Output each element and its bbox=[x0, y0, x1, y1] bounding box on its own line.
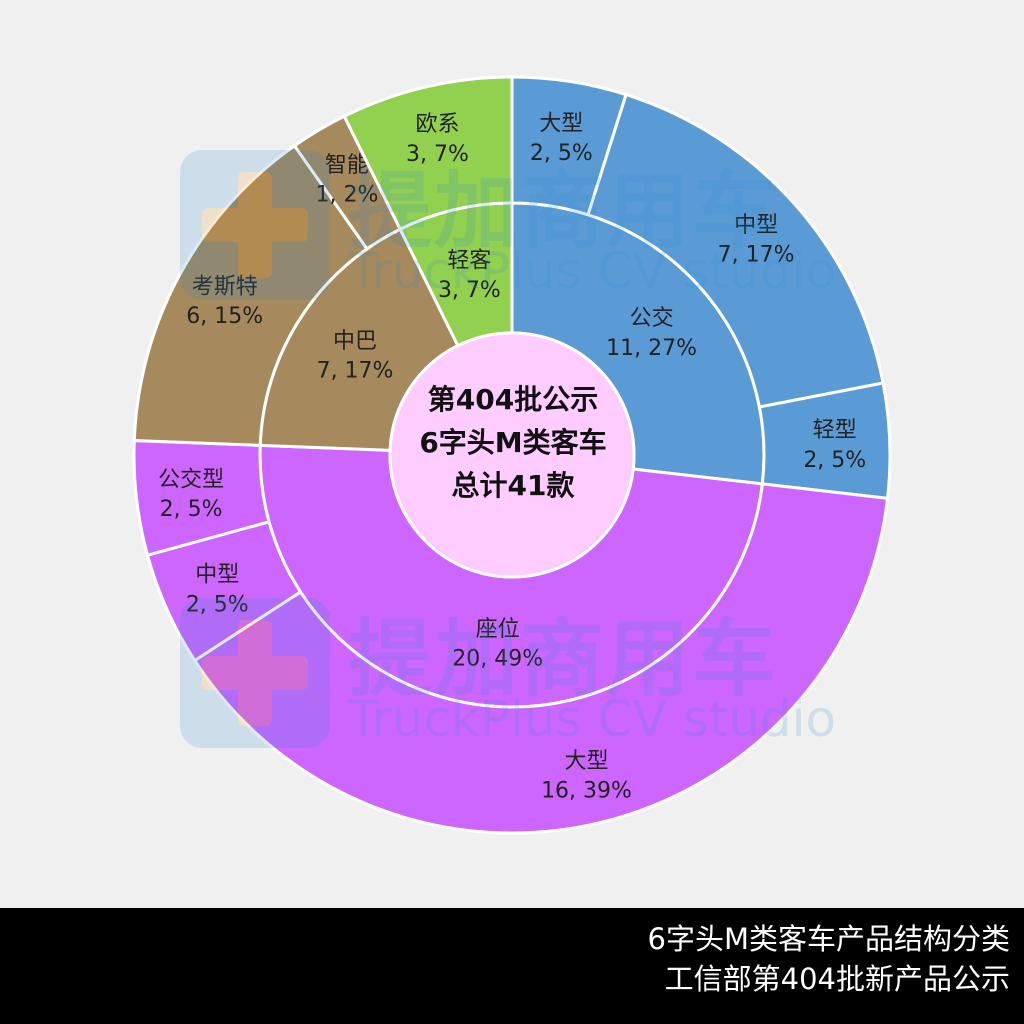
center-disc bbox=[388, 331, 636, 579]
outer-segment-座位-大型 bbox=[192, 482, 890, 835]
center-label: 第404批公示 6字头M类客车 总计41款 bbox=[380, 378, 646, 507]
center-line-2: 6字头M类客车 bbox=[419, 426, 607, 459]
footer-title: 6字头M类客车产品结构分类 bbox=[647, 922, 1010, 956]
outer-segment-轻客-欧系 bbox=[342, 75, 514, 232]
outer-segment-公交-中型 bbox=[586, 92, 885, 409]
center-line-3: 总计41款 bbox=[451, 469, 575, 502]
footer-subtitle: 工信部第404批新产品公示 bbox=[664, 962, 1010, 996]
center-line-1: 第404批公示 bbox=[427, 383, 599, 416]
footer-bar: 6字头M类客车产品结构分类 工信部第404批新产品公示 bbox=[0, 908, 1024, 1024]
